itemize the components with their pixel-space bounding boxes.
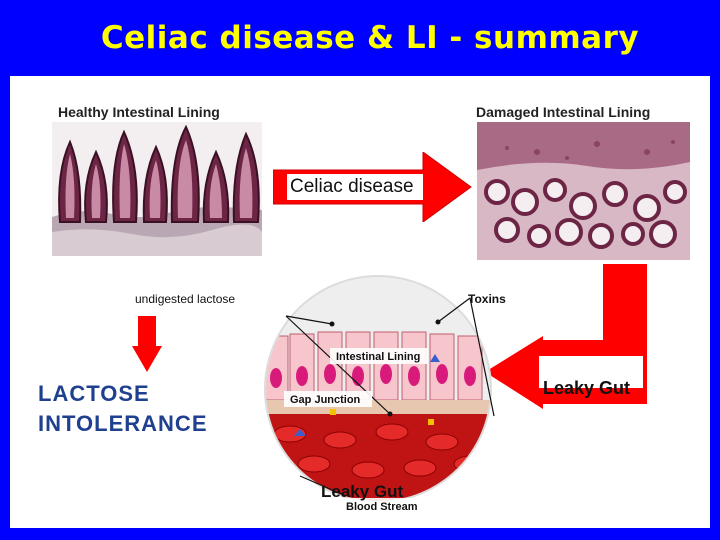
celiac-arrow-label: Celiac disease — [290, 176, 414, 197]
healthy-lining-label: Healthy Intestinal Lining — [58, 104, 220, 120]
leaky-gut-arrow-label: Leaky Gut — [543, 378, 631, 398]
leaky-gut-diagram: Intestinal Lining Gap Junction Blood Str… — [264, 275, 495, 514]
lactose-down-arrow — [132, 316, 162, 372]
lactose-text-line2: INTOLERANCE — [38, 411, 208, 436]
damaged-lining-label: Damaged Intestinal Lining — [476, 104, 651, 120]
celiac-arrow — [273, 152, 472, 222]
damaged-lining-image — [477, 122, 690, 260]
slide-title: Celiac disease & LI - summary — [100, 20, 640, 56]
diagram-blood-stream-label: Blood Stream — [346, 501, 418, 513]
diagram-intestinal-lining-label: Intestinal Lining — [336, 351, 420, 363]
undigested-lactose-label: undigested lactose — [135, 292, 236, 306]
leaky-gut-caption: Leaky Gut — [321, 482, 404, 501]
content-panel: Healthy Intestinal Lining — [10, 76, 710, 528]
diagram-gap-junction-label: Gap Junction — [290, 394, 361, 406]
toxins-label: Toxins — [468, 292, 506, 306]
healthy-lining-image — [52, 122, 262, 256]
leaky-gut-arrow — [485, 264, 647, 409]
lactose-text-line1: LACTOSE — [38, 381, 150, 406]
